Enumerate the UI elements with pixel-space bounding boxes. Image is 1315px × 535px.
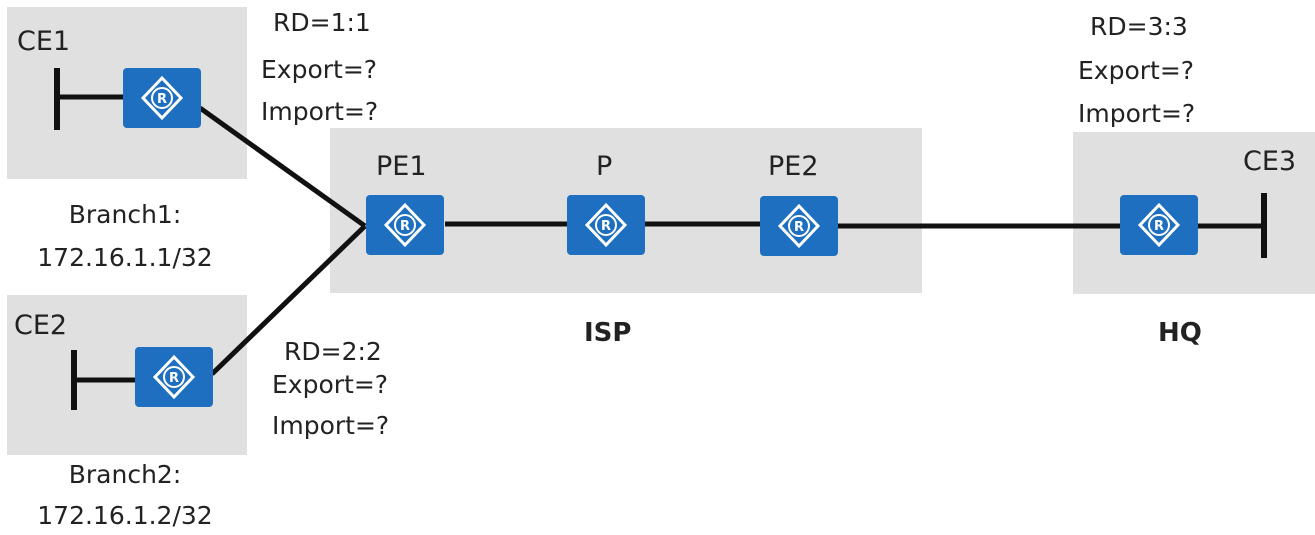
pe2-label: PE2 <box>768 151 819 182</box>
svg-text:R: R <box>601 219 611 234</box>
ce1-import-label: Import=? <box>261 97 379 126</box>
svg-text:R: R <box>157 92 167 107</box>
ce3-router-icon: R <box>1120 195 1198 255</box>
pe2-router-icon: R <box>760 196 838 256</box>
ce3-rd-label: RD=3:3 <box>1090 12 1188 41</box>
svg-text:R: R <box>794 220 804 235</box>
ce3-label: CE3 <box>1243 146 1297 177</box>
branch1-title: Branch1: <box>68 200 182 229</box>
ce2-export-label: Export=? <box>272 370 389 399</box>
branch2-title: Branch2: <box>68 460 182 489</box>
link-ce2-pe1 <box>210 224 367 376</box>
ce1-rd-label: RD=1:1 <box>273 8 371 37</box>
ce2-label: CE2 <box>14 310 68 341</box>
branch1-address: 172.16.1.1/32 <box>37 243 213 272</box>
svg-text:R: R <box>400 219 410 234</box>
isp-label: ISP <box>584 318 632 348</box>
ce1-label: CE1 <box>17 26 71 57</box>
ce3-import-label: Import=? <box>1078 99 1196 128</box>
ce2-import-label: Import=? <box>272 411 390 440</box>
ce1-router-icon: R <box>123 68 201 128</box>
hq-label: HQ <box>1158 318 1202 348</box>
branch2-address: 172.16.1.2/32 <box>37 501 213 530</box>
ce2-rd-label: RD=2:2 <box>284 337 382 366</box>
p-label: P <box>596 151 613 182</box>
ce1-export-label: Export=? <box>261 55 378 84</box>
pe1-router-icon: R <box>366 195 444 255</box>
link-ce1-pe1 <box>198 105 367 229</box>
svg-text:R: R <box>169 371 179 386</box>
svg-text:R: R <box>1154 219 1164 234</box>
ce2-router-icon: R <box>135 347 213 407</box>
p-router-icon: R <box>567 195 645 255</box>
ce3-export-label: Export=? <box>1078 56 1195 85</box>
pe1-label: PE1 <box>376 151 427 182</box>
